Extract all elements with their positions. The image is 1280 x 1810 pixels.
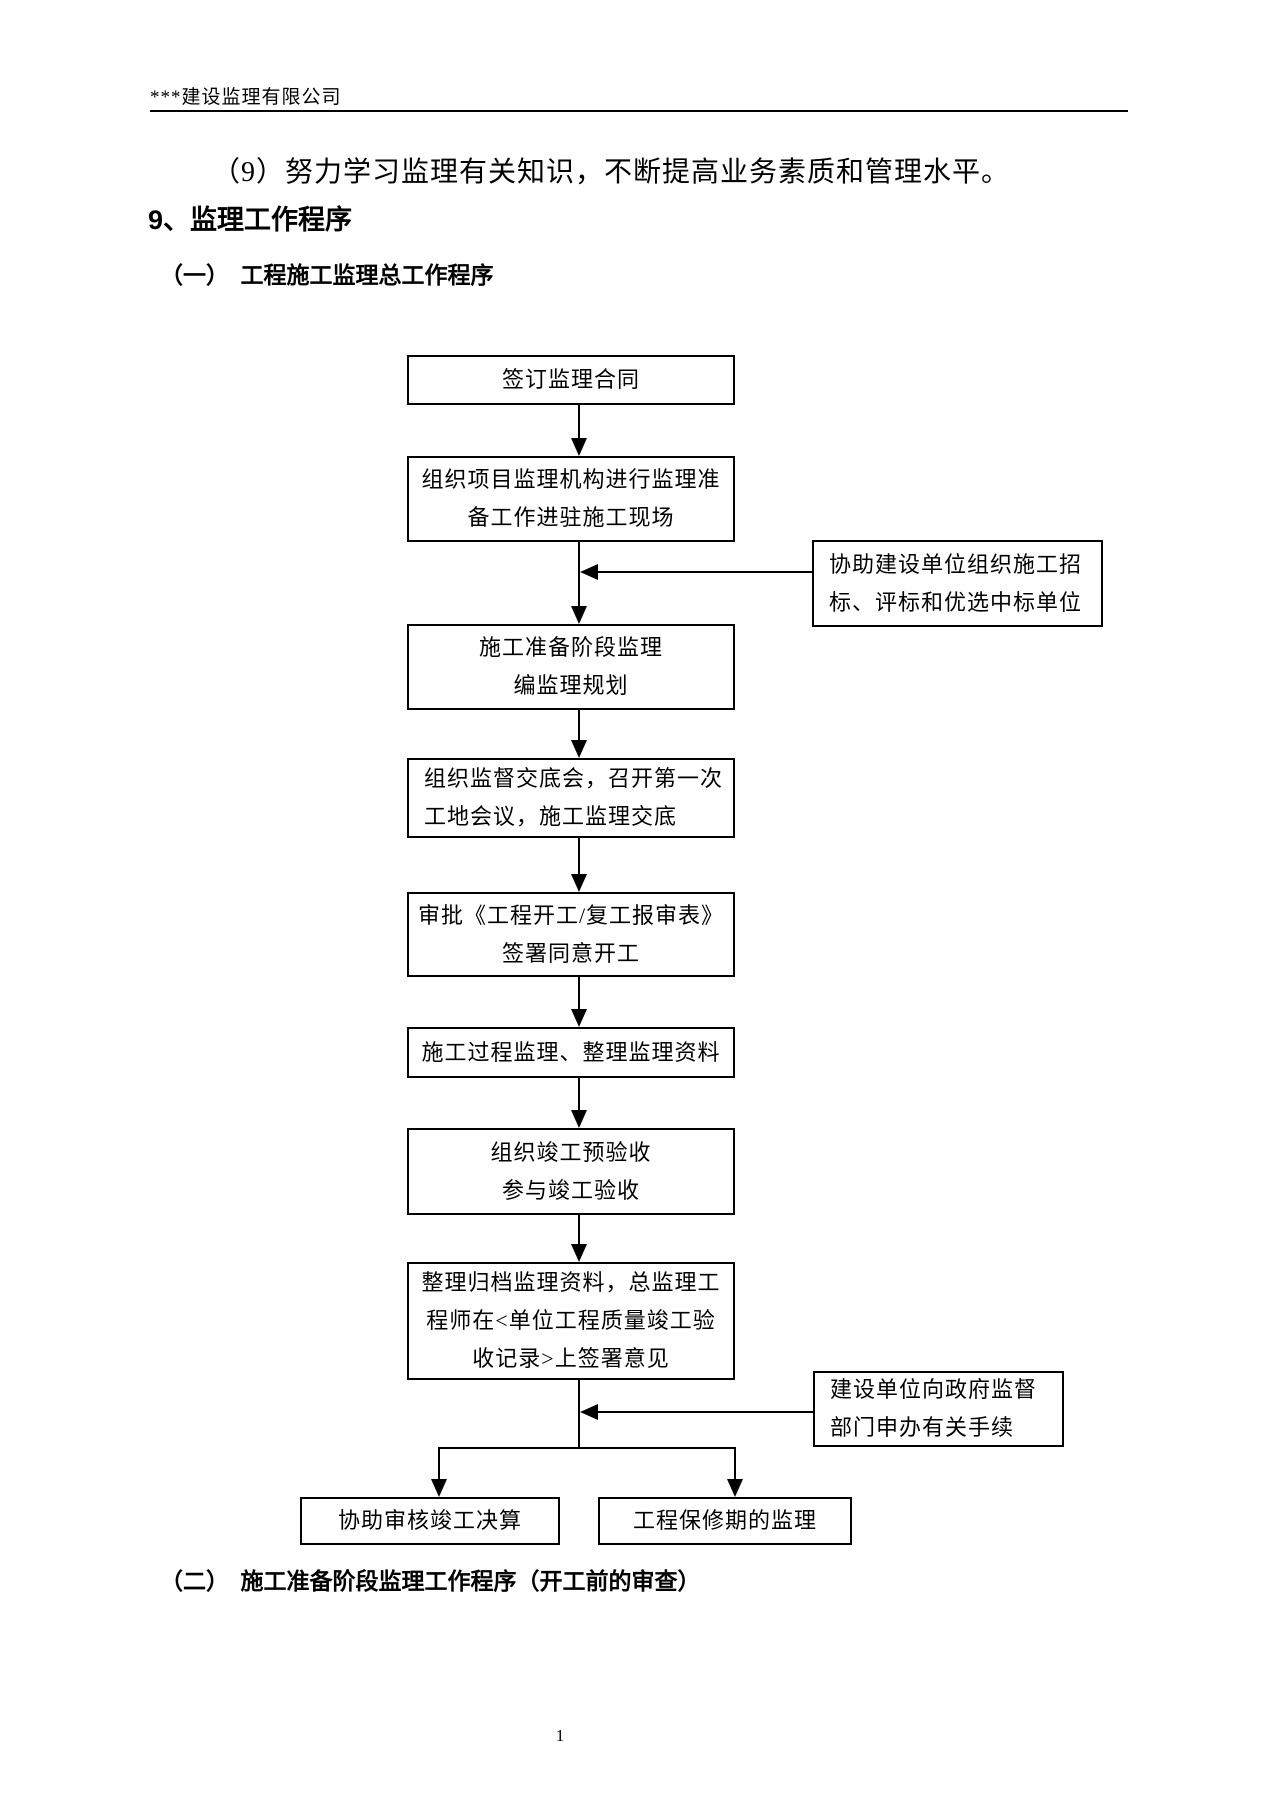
flow-connector-line — [578, 838, 580, 876]
section-heading: 9、监理工作程序 — [148, 205, 353, 235]
flow-box-text: 审批《工程开工/复工报审表》 — [417, 902, 725, 928]
flow-connector-line — [438, 1447, 440, 1481]
flow-box-disclosure-meeting: 组织监督交底会，召开第一次 工地会议，施工监理交底 — [407, 758, 735, 838]
flow-box-text: 协助建设单位组织施工招 — [829, 551, 1083, 577]
flow-connector-line — [578, 1380, 580, 1448]
flow-box-text: 组织监督交底会，召开第一次 — [424, 766, 724, 791]
arrow-down-icon — [571, 438, 587, 456]
flow-box-text: 编监理规划 — [513, 673, 629, 698]
arrow-left-icon — [580, 564, 598, 580]
flow-box-setup-org: 组织项目监理机构进行监理准 备工作进驻施工现场 — [407, 456, 735, 542]
flow-box-text: 签订监理合同 — [501, 367, 640, 392]
split-connector-line — [439, 1447, 736, 1449]
arrow-left-icon — [580, 1404, 598, 1420]
flow-box-text: 工程保修期的监理 — [632, 1508, 817, 1533]
subsection-two-heading: （二） 施工准备阶段监理工作程序（开工前的审查） — [160, 1569, 701, 1594]
flow-box-archive-sign: 整理归档监理资料，总监理工 程师在<单位工程质量竣工验 收记录>上签署意见 — [407, 1262, 735, 1380]
flow-connector-line — [578, 1215, 580, 1246]
flow-box-sign-contract: 签订监理合同 — [407, 355, 735, 405]
flow-box-text: 备工作进驻施工现场 — [467, 505, 675, 530]
arrow-down-icon — [571, 874, 587, 892]
flow-box-text: 组织竣工预验收 — [490, 1139, 652, 1165]
side-box-bidding-assist: 协助建设单位组织施工招 标、评标和优选中标单位 — [812, 540, 1103, 627]
flow-box-approve-start: 审批《工程开工/复工报审表》 签署同意开工 — [407, 892, 735, 977]
flow-box-text: 部门申办有关手续 — [830, 1415, 1015, 1440]
flow-box-process-supervision: 施工过程监理、整理监理资料 — [407, 1027, 735, 1078]
flow-box-text: 建设单位向政府监督 — [830, 1377, 1038, 1402]
flow-box-text: 程师在<单位工程质量竣工验 — [426, 1308, 716, 1333]
arrow-down-icon — [431, 1479, 447, 1497]
arrow-down-icon — [571, 1244, 587, 1262]
flow-box-text: 整理归档监理资料，总监理工 — [421, 1270, 721, 1295]
flow-connector-line — [578, 542, 580, 608]
flow-connector-line — [578, 710, 580, 742]
flow-box-text: 标、评标和优选中标单位 — [829, 589, 1083, 615]
company-header: ***建设监理有限公司 — [150, 87, 342, 108]
flow-connector-line — [578, 405, 580, 440]
flow-box-text: 协助审核竣工决算 — [337, 1508, 522, 1533]
flow-box-text: 工地会议，施工监理交底 — [424, 804, 678, 829]
flow-connector-line — [734, 1447, 736, 1481]
flow-box-text: 施工过程监理、整理监理资料 — [421, 1039, 721, 1065]
flow-box-text: 参与竣工验收 — [501, 1177, 640, 1203]
flow-connector-line — [578, 1078, 580, 1112]
paragraph-item-9: （9）努力学习监理有关知识，不断提高业务素质和管理水平。 — [212, 157, 1011, 188]
flow-connector-line — [578, 977, 580, 1011]
bottom-box-warranty-supervision: 工程保修期的监理 — [598, 1497, 852, 1545]
flow-box-prep-stage: 施工准备阶段监理 编监理规划 — [407, 624, 735, 710]
arrow-down-icon — [571, 1110, 587, 1128]
side-box-gov-procedures: 建设单位向政府监督 部门申办有关手续 — [813, 1371, 1064, 1447]
subsection-one-heading: （一） 工程施工监理总工作程序 — [160, 263, 494, 288]
arrow-down-icon — [571, 606, 587, 624]
bottom-box-final-accounts: 协助审核竣工决算 — [300, 1497, 560, 1545]
side-connector-line — [596, 571, 812, 573]
flow-box-text: 收记录>上签署意见 — [472, 1346, 670, 1371]
flow-box-text: 施工准备阶段监理 — [478, 635, 663, 660]
arrow-down-icon — [727, 1479, 743, 1497]
page-number: 1 — [555, 1726, 565, 1745]
arrow-down-icon — [571, 1009, 587, 1027]
side-connector-line — [596, 1411, 813, 1413]
flow-box-text: 组织项目监理机构进行监理准 — [421, 467, 721, 492]
flow-box-text: 签署同意开工 — [501, 940, 640, 966]
arrow-down-icon — [571, 740, 587, 758]
flow-box-completion-acceptance: 组织竣工预验收 参与竣工验收 — [407, 1128, 735, 1215]
header-rule — [150, 110, 1128, 112]
